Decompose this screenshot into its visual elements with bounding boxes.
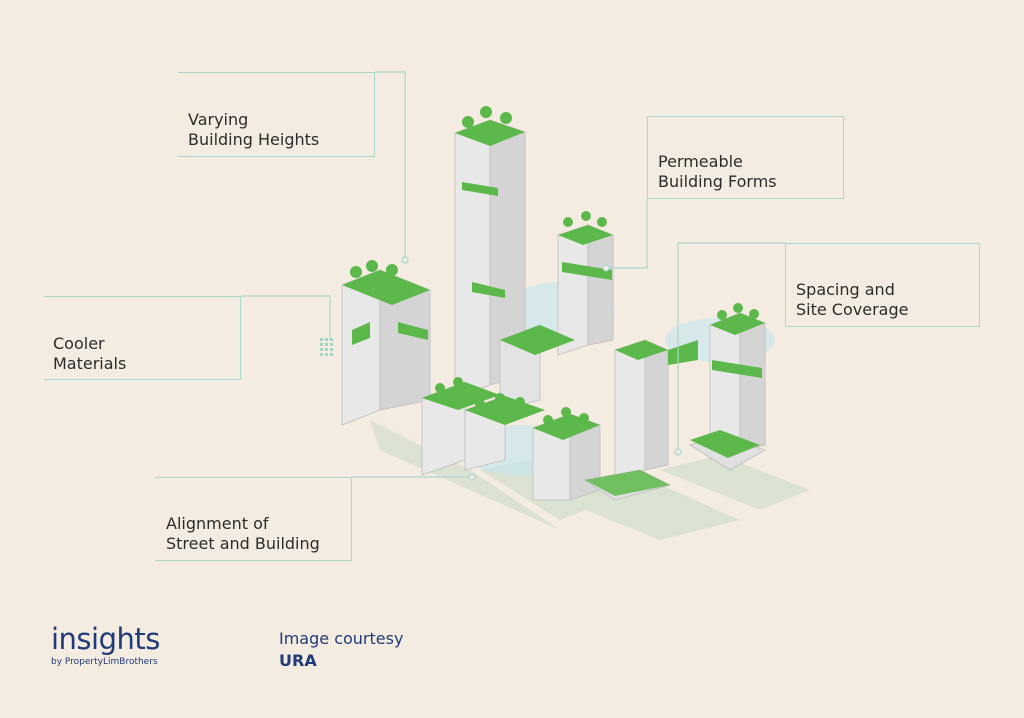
building-tall-tower (454, 106, 526, 399)
label-cooler-materials: Cooler Materials (44, 296, 241, 380)
brand-name: insights (51, 622, 160, 656)
label-line: Alignment of (166, 514, 269, 533)
building-left-tower (341, 260, 431, 426)
label-line: Building Forms (658, 172, 777, 191)
credit-line: Image courtesy (279, 629, 404, 648)
label-spacing-site-coverage: Spacing and Site Coverage (785, 243, 980, 327)
label-line: Spacing and (796, 280, 895, 299)
building-low-centre (421, 377, 500, 476)
label-line: Cooler (53, 334, 105, 353)
image-credit: Image courtesy URA (279, 628, 403, 672)
label-line: Varying (188, 110, 249, 129)
building-right-middle (583, 339, 698, 501)
label-permeable-building-forms: Permeable Building Forms (647, 116, 844, 199)
cooler-materials-grid (320, 338, 333, 356)
brand-subtitle: by PropertyLimBrothers (51, 657, 158, 667)
label-line: Site Coverage (796, 300, 909, 319)
building-front-block (532, 407, 601, 501)
label-line: Building Heights (188, 130, 320, 149)
credit-source: URA (279, 651, 317, 670)
building-far-right (689, 303, 766, 471)
label-line: Street and Building (166, 534, 320, 553)
brand-logo: insights by PropertyLimBrothers (51, 624, 160, 668)
label-line: Materials (53, 354, 127, 373)
label-line: Permeable (658, 152, 743, 171)
label-varying-building-heights: Varying Building Heights (178, 72, 375, 157)
building-middle-cluster (464, 324, 575, 471)
label-alignment-street-building: Alignment of Street and Building (155, 477, 352, 561)
leader-lines (241, 71, 785, 481)
building-permeable (557, 211, 614, 356)
